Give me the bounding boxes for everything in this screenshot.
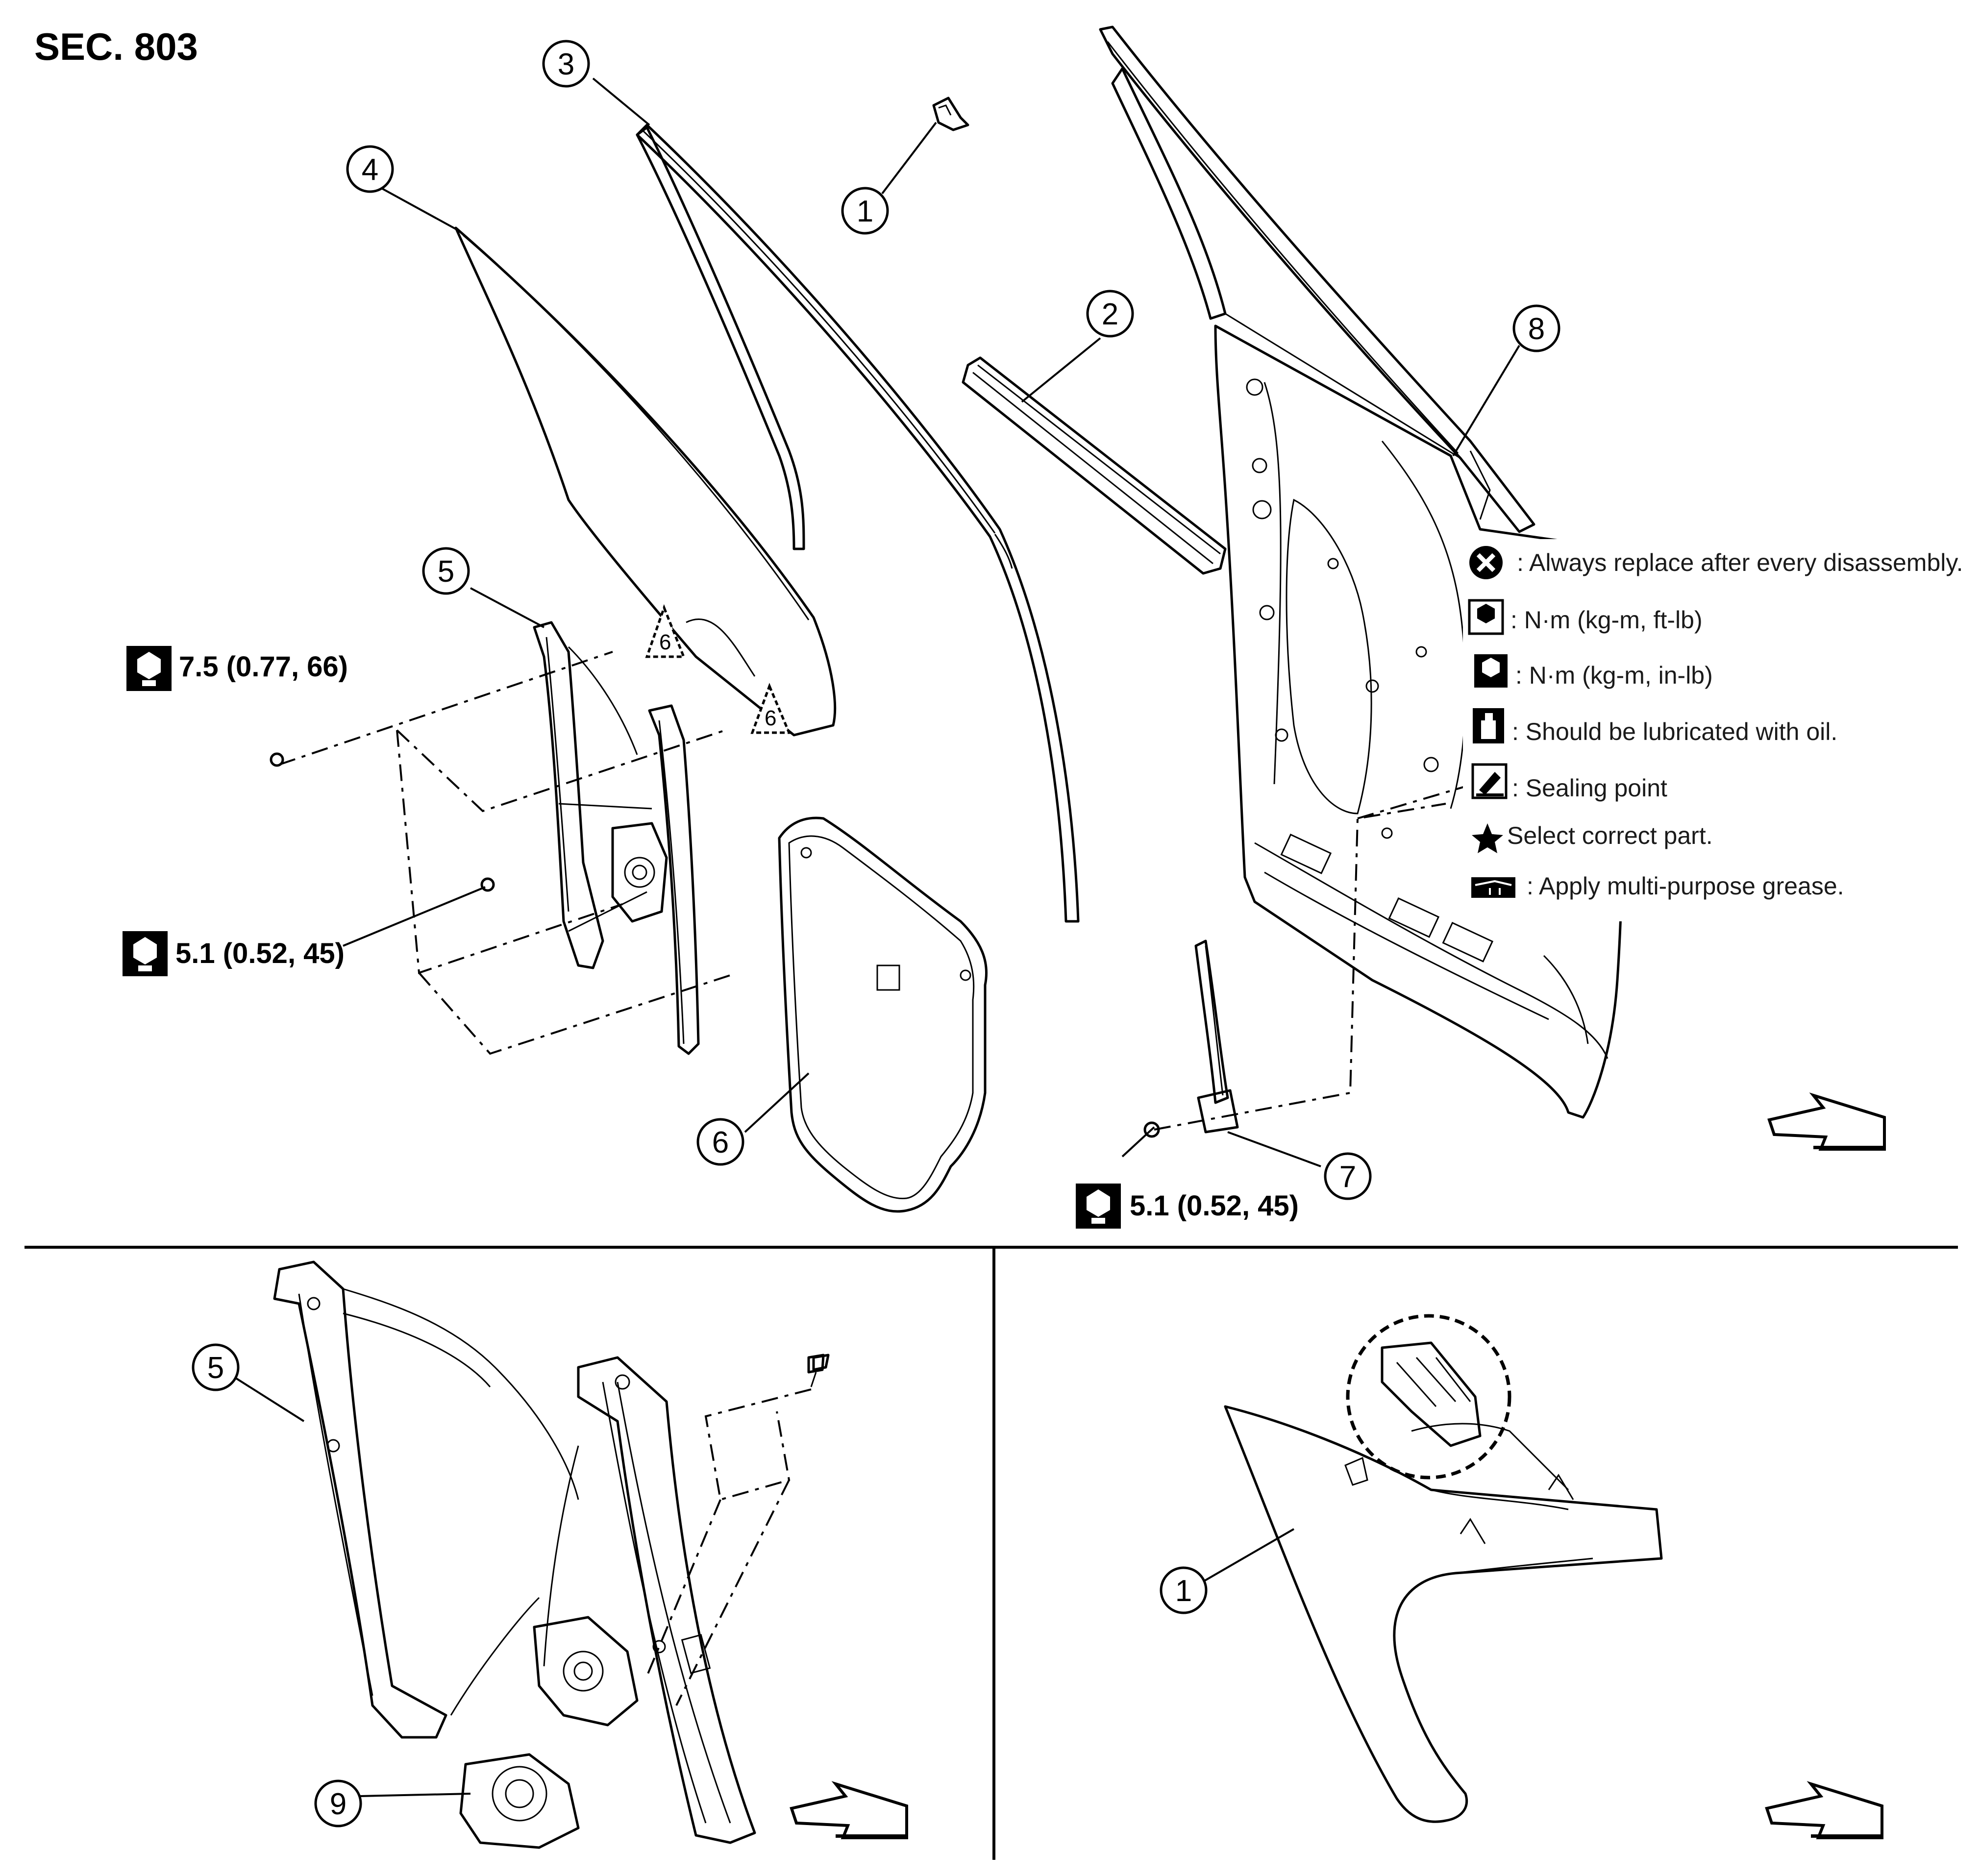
svg-text:6: 6	[712, 1126, 729, 1160]
sealing-point-icon: 6	[750, 683, 791, 734]
window-regulator-detail	[273, 1260, 756, 1849]
legend-item-grease: : Apply multi-purpose grease.	[1471, 872, 1844, 900]
svg-text:1: 1	[1175, 1574, 1192, 1608]
sash-lower	[1194, 939, 1239, 1134]
callout-1: 1	[841, 187, 889, 235]
callout-8: 8	[1512, 304, 1560, 352]
torque-wrench-icon	[123, 931, 168, 976]
grease-icon	[1471, 877, 1515, 898]
torque-wrench-icon	[126, 646, 172, 691]
svg-text:Select correct part.: Select correct part.	[1507, 822, 1713, 849]
front-direction-arrow	[1767, 1092, 1886, 1151]
sealing-icon	[1471, 763, 1508, 799]
svg-text:5: 5	[207, 1351, 224, 1385]
svg-text:4: 4	[362, 153, 378, 187]
sealing-point-icon: 6	[645, 604, 686, 658]
installation-lines	[279, 651, 1490, 1131]
replace-icon	[1469, 546, 1503, 579]
legend-item-star: Select correct part.	[1472, 822, 1713, 853]
legend: : Always replace after every disassembly…	[1463, 539, 1978, 921]
svg-text:: Should be lubricated with oi: : Should be lubricated with oil.	[1512, 718, 1837, 745]
installation-lines	[675, 1480, 790, 1706]
svg-text:: Apply multi-purpose grease.: : Apply multi-purpose grease.	[1527, 872, 1844, 900]
svg-text:: N·m (kg-m, in-lb): : N·m (kg-m, in-lb)	[1515, 662, 1713, 689]
callout-6: 6	[696, 1118, 744, 1166]
glass-run-rubber	[636, 123, 1080, 923]
svg-text:5.1 (0.52, 45): 5.1 (0.52, 45)	[175, 938, 345, 969]
svg-text:6: 6	[659, 630, 671, 654]
svg-text:1: 1	[857, 195, 873, 228]
door-glass-clip	[932, 97, 969, 131]
outside-moulding	[962, 356, 1227, 575]
bolt-icon	[807, 1354, 825, 1387]
callout-5: 5	[422, 547, 470, 595]
callout-3: 3	[542, 40, 590, 88]
legend-item-replace: : Always replace after every disassembly…	[1469, 546, 1963, 579]
legend-item-oil: : Should be lubricated with oil.	[1473, 708, 1837, 745]
svg-text:9: 9	[330, 1787, 346, 1821]
torque-inlb-icon	[1474, 654, 1508, 688]
section-label: SEC. 803	[34, 25, 198, 68]
window-regulator	[533, 621, 700, 1055]
callout-2: 2	[1086, 290, 1134, 338]
installation-lines	[704, 1388, 812, 1501]
oil-icon	[1473, 708, 1504, 743]
callout-4: 4	[346, 145, 394, 193]
door-glass-clip-detail	[1224, 1314, 1663, 1823]
svg-text:5: 5	[438, 555, 454, 589]
svg-text:7: 7	[1339, 1160, 1356, 1194]
svg-text:8: 8	[1528, 312, 1545, 346]
legend-item-torque-ftlb: : N·m (kg-m, ft-lb)	[1468, 599, 1703, 635]
svg-text:: Always replace after every d: : Always replace after every disassembly…	[1517, 549, 1963, 576]
callout-1-detail: 1	[1160, 1566, 1208, 1614]
leader-lines	[360, 1793, 471, 1797]
front-direction-arrow	[1765, 1781, 1883, 1839]
bolt-icon	[270, 752, 284, 767]
svg-text:5.1 (0.52, 45): 5.1 (0.52, 45)	[1130, 1190, 1299, 1222]
torque-spec-2: 5.1 (0.52, 45)	[123, 931, 345, 976]
torque-spec-1: 7.5 (0.77, 66)	[126, 646, 348, 691]
torque-wrench-icon	[1076, 1184, 1121, 1229]
leader-lines	[229, 1374, 305, 1422]
svg-text:: Sealing point: : Sealing point	[1512, 774, 1667, 802]
svg-text:2: 2	[1102, 297, 1118, 331]
svg-text:3: 3	[558, 48, 574, 81]
star-icon	[1472, 823, 1503, 853]
installation-lines	[646, 1499, 721, 1677]
leader-lines	[343, 77, 1520, 1167]
legend-item-torque-inlb: : N·m (kg-m, in-lb)	[1474, 654, 1713, 689]
svg-text:6: 6	[765, 706, 776, 730]
torque-ftlb-icon	[1468, 599, 1504, 635]
svg-text:: N·m (kg-m, ft-lb): : N·m (kg-m, ft-lb)	[1510, 606, 1703, 634]
callout-7: 7	[1324, 1152, 1372, 1200]
torque-spec-3: 5.1 (0.52, 45)	[1076, 1184, 1299, 1229]
legend-item-sealing: : Sealing point	[1471, 763, 1667, 802]
svg-text:7.5 (0.77, 66): 7.5 (0.77, 66)	[179, 651, 348, 683]
leader-lines	[1200, 1528, 1295, 1584]
callout-9: 9	[314, 1779, 362, 1827]
callout-5-detail: 5	[192, 1343, 240, 1391]
sealing-screen	[778, 816, 988, 1213]
door-glass: 6 6	[454, 226, 837, 737]
bolt-icon	[480, 877, 495, 892]
front-direction-arrow	[790, 1781, 908, 1839]
